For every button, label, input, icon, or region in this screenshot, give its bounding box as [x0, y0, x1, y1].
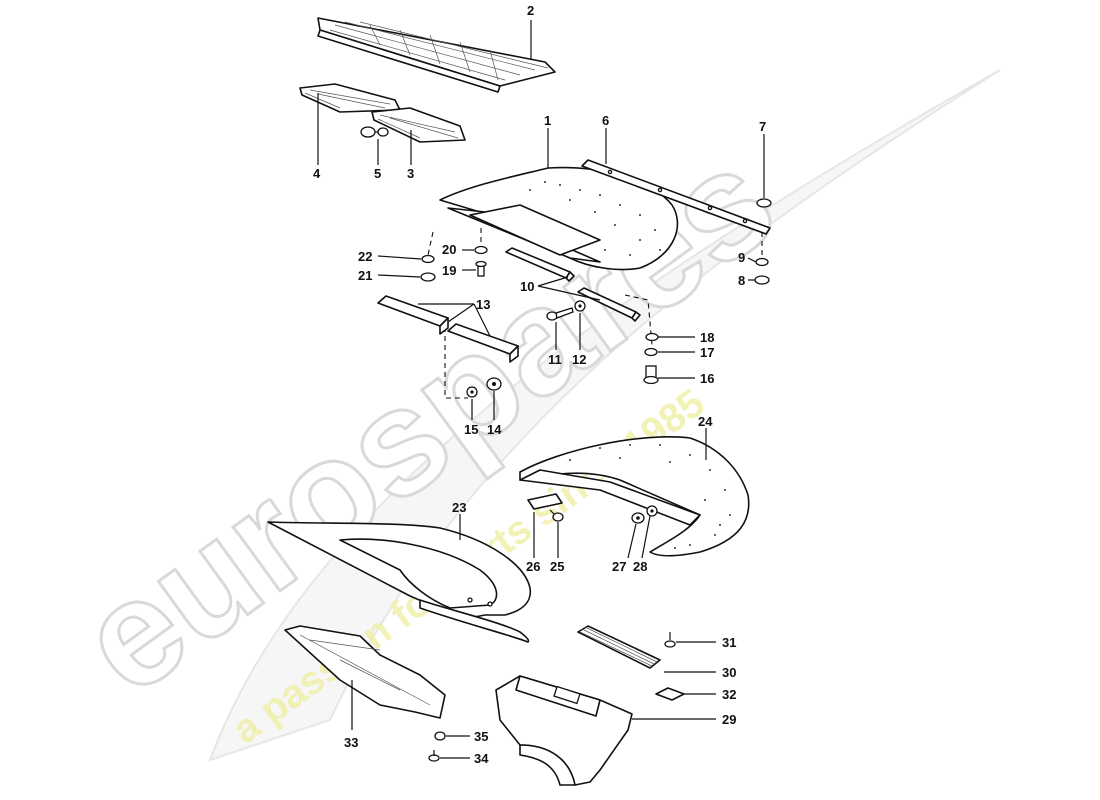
part-22-washer	[421, 254, 435, 264]
label-26: 26	[526, 559, 540, 574]
label-27: 27	[612, 559, 626, 574]
label-14: 14	[487, 422, 502, 437]
part-10-rails	[505, 247, 641, 322]
label-8: 8	[738, 273, 745, 288]
part-11-bolt	[546, 307, 574, 321]
part-20-washer	[474, 245, 488, 255]
part-6-strip	[581, 159, 771, 235]
part-2-floor-panel	[317, 17, 556, 93]
part-29-housing	[495, 675, 633, 786]
label-5: 5	[374, 166, 381, 181]
label-35: 35	[474, 729, 488, 744]
label-19: 19	[442, 263, 456, 278]
label-2: 2	[527, 3, 534, 18]
part-32-bracket	[655, 687, 685, 701]
label-17: 17	[700, 345, 714, 360]
part-14-nut	[486, 377, 502, 391]
label-18: 18	[700, 330, 714, 345]
label-6: 6	[602, 113, 609, 128]
part-33-heat-shield	[284, 625, 446, 719]
part-21-nut	[420, 272, 436, 282]
label-29: 29	[722, 712, 736, 727]
part-15-washer	[466, 386, 478, 398]
part-7-nut	[756, 198, 772, 208]
label-12: 12	[572, 352, 586, 367]
label-34: 34	[474, 751, 489, 766]
part-1-foam-panel	[439, 166, 679, 271]
part-17-washer	[644, 347, 658, 357]
label-1: 1	[544, 113, 551, 128]
part-28-washer	[646, 505, 658, 517]
label-33: 33	[344, 735, 358, 750]
label-23: 23	[452, 500, 466, 515]
part-16-bolt	[643, 365, 659, 385]
label-25: 25	[550, 559, 564, 574]
part-31-screw	[664, 632, 676, 648]
label-3: 3	[407, 166, 414, 181]
label-28: 28	[633, 559, 647, 574]
label-9: 9	[738, 250, 745, 265]
assembly-lines	[427, 228, 763, 399]
part-5-clip	[360, 126, 389, 138]
part-23-engine-lid	[267, 521, 532, 643]
leader-lines	[317, 20, 765, 759]
part-18-washer	[645, 332, 659, 342]
part-25-screw	[549, 509, 564, 522]
label-16: 16	[700, 371, 714, 386]
label-20: 20	[442, 242, 456, 257]
part-4-mat	[299, 83, 401, 113]
label-22: 22	[358, 249, 372, 264]
label-10: 10	[520, 279, 534, 294]
part-27-nut	[631, 512, 645, 524]
part-13-channels	[377, 295, 519, 363]
label-24: 24	[698, 414, 713, 429]
part-8-nut	[754, 275, 770, 285]
part-19-screw	[475, 260, 487, 277]
part-35-clip	[434, 731, 446, 741]
label-30: 30	[722, 665, 736, 680]
part-3-mat	[371, 107, 466, 143]
label-13: 13	[476, 297, 490, 312]
label-4: 4	[313, 166, 321, 181]
label-21: 21	[358, 268, 372, 283]
part-26-pad	[527, 493, 563, 510]
part-number-labels: 2 1 6 7 4 5 3 22 20 21 19 9 8 10 13 18 1…	[313, 3, 766, 766]
label-32: 32	[722, 687, 736, 702]
part-12-washer	[574, 300, 586, 312]
label-11: 11	[548, 352, 562, 367]
part-9-washer	[755, 257, 769, 267]
part-34-screw	[428, 750, 440, 762]
label-31: 31	[722, 635, 736, 650]
label-7: 7	[759, 119, 766, 134]
label-15: 15	[464, 422, 478, 437]
part-30-rods	[577, 625, 661, 669]
